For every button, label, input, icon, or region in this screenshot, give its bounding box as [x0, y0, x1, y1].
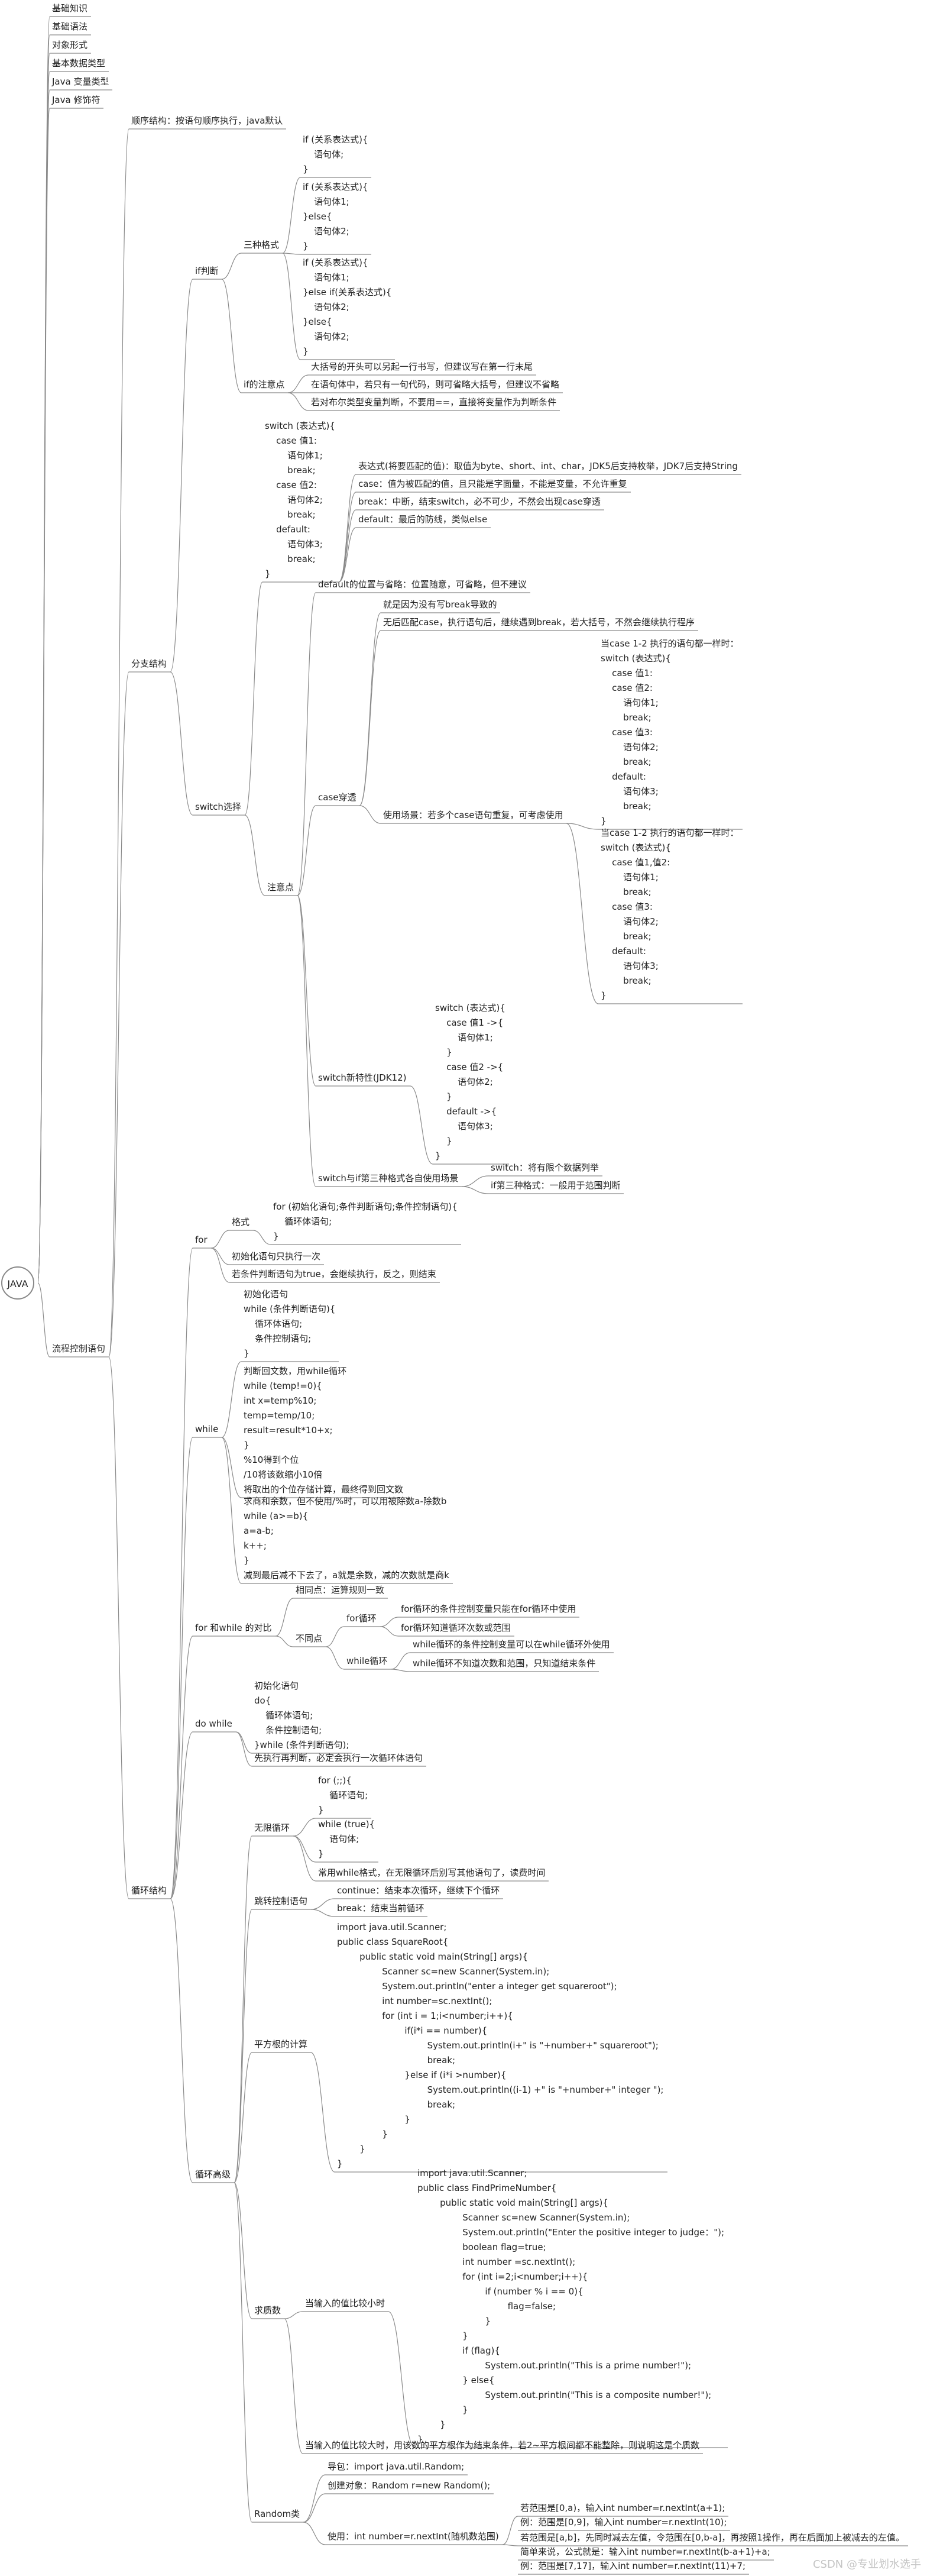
prime-big: 当输入的值比较大时，用该数的平方根作为结束条件，若2~平方根间都不能整除，则说明… [305, 2440, 700, 2451]
node-infinite-loop[interactable]: 无限循环 [254, 1822, 290, 1833]
sw-break: break：中断，结束switch，必不可少，不然会出现case穿透 [358, 496, 601, 507]
random-3[interactable]: 使用：int number=r.nextInt(随机数范围) [328, 2531, 499, 2542]
ct-1: 就是因为没有写break导致的 [383, 599, 497, 610]
fw-same: 相同点：运算规则一致 [296, 1585, 385, 1595]
prime-small[interactable]: 当输入的值比较小时 [305, 2298, 385, 2309]
random-3b3: 例：范围是[7,17]，输入int number=r.nextInt(11)+7… [520, 2561, 746, 2571]
node-switch-vs-if[interactable]: switch与if第三种格式各自使用场景 [318, 1173, 459, 1184]
code-if-2: if (关系表达式){ 语句体1; }else{ 语句体2; } [303, 182, 368, 251]
node-while[interactable]: while [195, 1424, 219, 1434]
node-basic-knowledge[interactable]: 基础知识 [52, 3, 88, 14]
node-branch[interactable]: 分支结构 [131, 658, 167, 669]
node-basic-data-types[interactable]: 基本数据类型 [52, 58, 106, 69]
node-switch-new[interactable]: switch新特性(JDK12) [318, 1072, 407, 1083]
code-if-3: if (关系表达式){ 语句体1; }else if(关系表达式){ 语句体2;… [303, 257, 392, 357]
node-prime[interactable]: 求质数 [254, 2305, 281, 2316]
random-1: 导包：import java.util.Random; [328, 2461, 465, 2472]
fw-while-1: while循环的条件控制变量可以在while循环外使用 [413, 1639, 610, 1650]
code-while: 初始化语句 while (条件判断语句){ 循环体语句; 条件控制语句; } [244, 1289, 336, 1359]
sw-default: default：最后的防线，类似else [358, 514, 488, 525]
node-for-vs-while[interactable]: for 和while 的对比 [195, 1622, 272, 1633]
node-do-while[interactable]: do while [195, 1718, 232, 1729]
fw-for-2: for循环知道循环次数或范围 [401, 1622, 511, 1633]
code-infinite-2: while (true){ 语句体; } [318, 1819, 375, 1859]
while-example-1: 判断回文数，用while循环 while (temp!=0){ int x=te… [244, 1366, 404, 1495]
node-if[interactable]: if判断 [195, 266, 219, 276]
if-note-1: 大括号的开头可以另起一行书写，但建议写在第一行末尾 [311, 361, 533, 372]
for-cond: 若条件判断语句为true，会继续执行，反之，则结束 [232, 1269, 436, 1279]
code-square-root: import java.util.Scanner; public class S… [337, 1922, 664, 2169]
ct-2: 无后匹配case，执行语句后，继续遇到break，若大括号，不然会继续执行程序 [383, 617, 695, 628]
node-for-format[interactable]: 格式 [232, 1217, 250, 1227]
node-if-notes[interactable]: if的注意点 [244, 379, 285, 390]
fw-for-1: for循环的条件控制变量只能在for循环中使用 [401, 1604, 576, 1614]
node-loop[interactable]: 循环结构 [131, 1885, 167, 1896]
node-case-through[interactable]: case穿透 [318, 792, 356, 803]
do-while-note: 先执行再判断，必定会执行一次循环体语句 [254, 1753, 423, 1763]
node-fw-diff[interactable]: 不同点 [296, 1633, 323, 1644]
for-init: 初始化语句只执行一次 [232, 1251, 321, 1262]
code-switch: switch (表达式){ case 值1: 语句体1; break; case… [265, 421, 335, 579]
sw-case: case：值为被匹配的值，且只能是字面量，不能是变量，不允许重复 [358, 479, 627, 489]
node-switch[interactable]: switch选择 [195, 801, 241, 812]
node-object-form[interactable]: 对象形式 [52, 40, 88, 50]
sw-expression: 表达式(将要匹配的值)：取值为byte、short、int、char，JDK5后… [358, 461, 738, 471]
code-if-1: if (关系表达式){ 语句体; } [303, 134, 368, 174]
code-infinite-1: for (;;){ 循环语句; } [318, 1775, 368, 1815]
node-loop-advanced[interactable]: 循环高级 [195, 2169, 231, 2180]
code-switch-new: switch (表达式){ case 值1 ->{ 语句体1; } case 值… [435, 1003, 505, 1161]
sw-vs-1: switch：将有限个数据列举 [491, 1162, 599, 1173]
node-random[interactable]: Random类 [254, 2509, 300, 2519]
code-do-while: 初始化语句 do{ 循环体语句; 条件控制语句; }while (条件判断语句)… [254, 1680, 349, 1750]
jump-2: break：结束当前循环 [337, 1903, 424, 1914]
if-note-3: 若对布尔类型变量判断，不要用==，直接将变量作为判断条件 [311, 397, 557, 408]
ct-code-2: 当case 1-2 执行的语句都一样时： switch (表达式){ case … [601, 828, 739, 1001]
node-fw-for[interactable]: for循环 [346, 1613, 377, 1624]
node-java-modifiers[interactable]: Java 修饰符 [52, 95, 101, 105]
while-example-2: 求商和余数，但不使用/%时，可以用被除数a-除数b while (a>=b){ … [244, 1496, 449, 1580]
node-fw-while[interactable]: while循环 [346, 1656, 388, 1666]
random-2: 创建对象：Random r=new Random(); [328, 2480, 491, 2491]
fw-while-2: while循环不知道次数和范围，只知道结束条件 [413, 1658, 596, 1669]
code-prime: import java.util.Scanner; public class F… [417, 2168, 725, 2445]
random-3a: 若范围是[0,a)，输入int number=r.nextInt(a+1); [520, 2503, 725, 2513]
node-basic-syntax[interactable]: 基础语法 [52, 21, 88, 32]
random-3b2: 简单来说，公式就是：输入int number=r.nextInt(b-a+1)+… [520, 2546, 770, 2557]
watermark: CSDN @专业划水选手 [812, 2558, 921, 2571]
node-jump-control[interactable]: 跳转控制语句 [254, 1896, 308, 1906]
sw-default-position: default的位置与省略：位置随意，可省略，但不建议 [318, 579, 527, 590]
node-switch-notes[interactable]: 注意点 [267, 882, 294, 893]
sw-vs-2: if第三种格式：一般用于范围判断 [491, 1180, 621, 1191]
node-sequence[interactable]: 顺序结构：按语句顺序执行，java默认 [131, 115, 283, 126]
root-node[interactable]: JAVA [1, 1266, 34, 1300]
node-square-root[interactable]: 平方根的计算 [254, 2039, 308, 2050]
jump-1: continue：结束本次循环，继续下个循环 [337, 1885, 500, 1896]
node-java-variable-types[interactable]: Java 变量类型 [52, 76, 109, 87]
infinite-note: 常用while格式，在无限循环后别写其他语句了，读费时间 [318, 1867, 546, 1878]
code-for: for (初始化语句;条件判断语句;条件控制语句){ 循环体语句; } [273, 1201, 458, 1242]
random-3b: 若范围是[a,b]，先同时减去左值，令范围在[0,b-a]，再按照1操作，再在后… [520, 2532, 905, 2543]
node-flow-control[interactable]: 流程控制语句 [52, 1343, 106, 1354]
if-note-2: 在语句体中，若只有一句代码，则可省略大括号，但建议不省略 [311, 379, 560, 390]
random-3a2: 例：范围是[0,9]，输入int number=r.nextInt(10); [520, 2517, 727, 2527]
ct-usage: 使用场景：若多个case语句重复，可考虑使用 [383, 810, 563, 820]
node-three-forms[interactable]: 三种格式 [244, 240, 280, 250]
ct-code-1: 当case 1-2 执行的语句都一样时： switch (表达式){ case … [601, 638, 739, 826]
node-for[interactable]: for [195, 1234, 208, 1245]
